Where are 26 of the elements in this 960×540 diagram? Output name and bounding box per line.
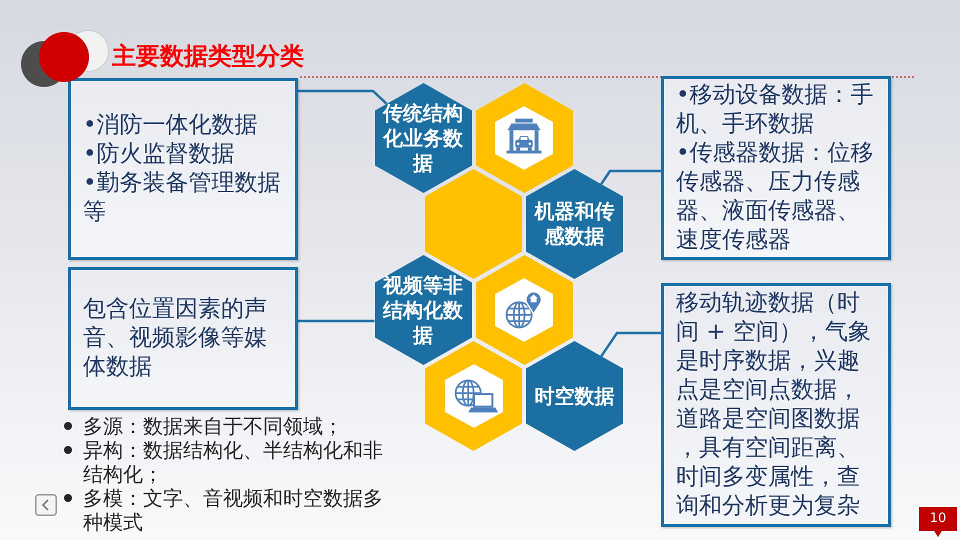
connector-line (298, 90, 388, 105)
category-hexagon: 传统结构化业务数据 (374, 83, 472, 193)
hexagon (476, 83, 572, 193)
text-box (68, 78, 298, 260)
hexagon (476, 255, 572, 365)
page-number: 10 (919, 507, 957, 537)
bullet-item: •消防一体化数据 (83, 111, 259, 140)
bullet-item: •防火监督数据 (83, 140, 236, 169)
text-box (661, 283, 891, 527)
connector-line (298, 320, 374, 322)
slide-title: 主要数据类型分类 (112, 41, 304, 71)
bullet-item: 异构：数据结构化、半结构化和非结构化； (83, 438, 384, 486)
text-box (68, 267, 298, 410)
bullet-item: 多源：数据来自于不同领域； (83, 414, 344, 438)
bullet-item: •勤务装备管理数据等 (83, 169, 282, 227)
bullet-item: 多模：文字、音视频和时空数据多种模式 (83, 486, 384, 534)
connector-line (600, 332, 661, 357)
category-hexagon: 时空数据 (526, 341, 623, 451)
category-hexagon: 视频等非结构化数据 (374, 255, 472, 365)
category-hexagon: 机器和传感数据 (526, 169, 623, 279)
text-box (661, 76, 891, 260)
text-paragraph: 移动轨迹数据（时间 + 空间），气象是时序数据，兴趣点是空间点数据，道路是空间图数据，具有空间距离、时间多变属性，查询和分析更为复杂 (676, 289, 872, 521)
bullet-item: •移动设备数据：手机、手环数据 (676, 81, 875, 139)
bullet-item: •传感器数据：位移传感器、压力传感器、液面传感器、速度传感器 (676, 139, 875, 255)
connector-line (600, 170, 661, 185)
text-paragraph: 包含位置因素的声音、视频影像等媒体数据 (83, 295, 268, 382)
